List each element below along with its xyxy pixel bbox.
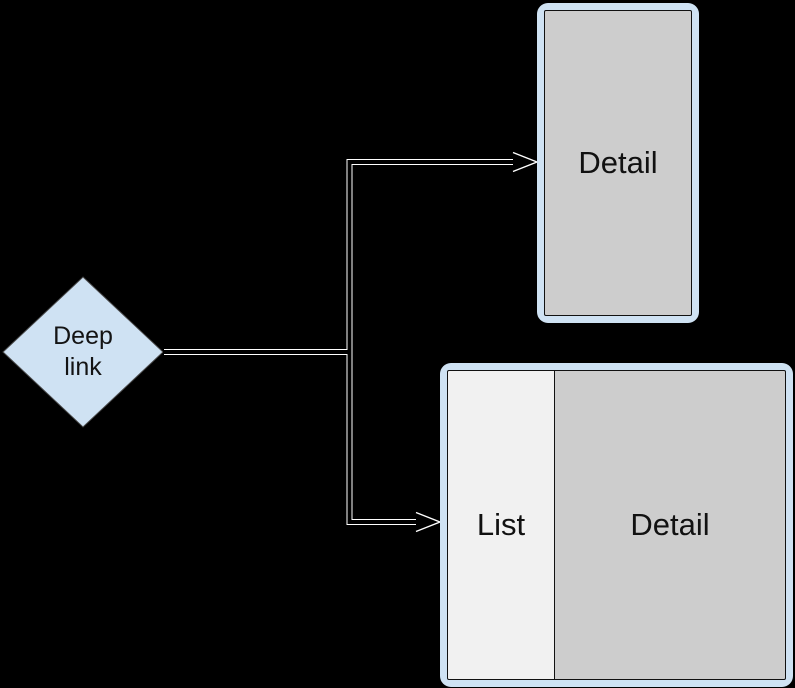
detail-pane-wide-label: Detail [630,507,710,542]
list-detail-screen-node: List Detail [440,363,793,687]
connector-core [163,160,514,524]
detail-pane-label: Detail [578,145,658,180]
list-pane: List [447,370,555,680]
detail-screen-node: Detail [537,3,699,323]
deep-link-node-label: Deep link [53,322,113,381]
deep-link-diamond-shape [2,276,164,428]
arrowhead-to-detail-icon [512,151,539,173]
detail-pane: Detail [544,10,692,316]
arrowhead-to-list-detail-icon [415,511,442,533]
detail-pane-wide: Detail [555,370,786,680]
list-pane-label: List [476,507,526,542]
